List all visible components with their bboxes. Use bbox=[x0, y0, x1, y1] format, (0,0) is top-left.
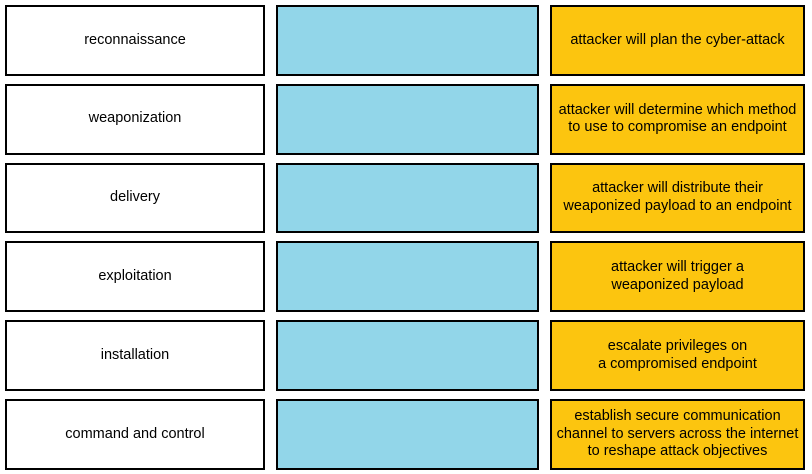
description-box-delivery[interactable]: attacker will distribute their weaponize… bbox=[550, 162, 805, 234]
stage-label: command and control bbox=[65, 425, 205, 442]
description-text: escalate privileges on a compromised end… bbox=[598, 338, 757, 372]
stage-label: installation bbox=[100, 346, 170, 363]
description-text: attacker will distribute their weaponize… bbox=[563, 180, 792, 215]
stage-box-weaponization[interactable]: weaponization bbox=[5, 83, 265, 155]
description-text: attacker will plan the cyber-attack bbox=[570, 31, 785, 48]
stage-label: exploitation bbox=[98, 268, 172, 285]
table-row: installation escalate privileges on a co… bbox=[5, 320, 805, 392]
drop-target-delivery[interactable] bbox=[276, 162, 539, 234]
stage-label: delivery bbox=[110, 189, 160, 206]
drop-target-reconnaissance[interactable] bbox=[276, 5, 539, 76]
stage-label: weaponization bbox=[88, 110, 182, 127]
description-text: establish secure communication channel t… bbox=[556, 408, 799, 460]
description-box-installation[interactable]: escalate privileges on a compromised end… bbox=[550, 320, 805, 392]
description-box-reconnaissance[interactable]: attacker will plan the cyber-attack bbox=[550, 5, 805, 76]
drop-target-exploitation[interactable] bbox=[276, 241, 539, 313]
table-row: delivery attacker will distribute their … bbox=[5, 162, 805, 234]
description-text: attacker will trigger a weaponized paylo… bbox=[611, 259, 744, 293]
drop-target-command-and-control[interactable] bbox=[276, 399, 539, 470]
description-box-exploitation[interactable]: attacker will trigger a weaponized paylo… bbox=[550, 241, 805, 313]
stage-box-exploitation[interactable]: exploitation bbox=[5, 241, 265, 313]
table-row: exploitation attacker will trigger a wea… bbox=[5, 241, 805, 313]
description-box-command-and-control[interactable]: establish secure communication channel t… bbox=[550, 399, 805, 470]
table-row: weaponization attacker will determine wh… bbox=[5, 83, 805, 155]
drop-target-installation[interactable] bbox=[276, 320, 539, 392]
description-text: attacker will determine which method to … bbox=[558, 101, 797, 136]
stage-label: reconnaissance bbox=[84, 31, 186, 48]
stage-box-delivery[interactable]: delivery bbox=[5, 162, 265, 234]
description-box-weaponization[interactable]: attacker will determine which method to … bbox=[550, 83, 805, 155]
drop-target-weaponization[interactable] bbox=[276, 83, 539, 155]
stage-box-installation[interactable]: installation bbox=[5, 320, 265, 392]
table-row: reconnaissance attacker will plan the cy… bbox=[5, 5, 805, 76]
table-row: command and control establish secure com… bbox=[5, 399, 805, 470]
stage-box-reconnaissance[interactable]: reconnaissance bbox=[5, 5, 265, 76]
stage-box-command-and-control[interactable]: command and control bbox=[5, 399, 265, 470]
